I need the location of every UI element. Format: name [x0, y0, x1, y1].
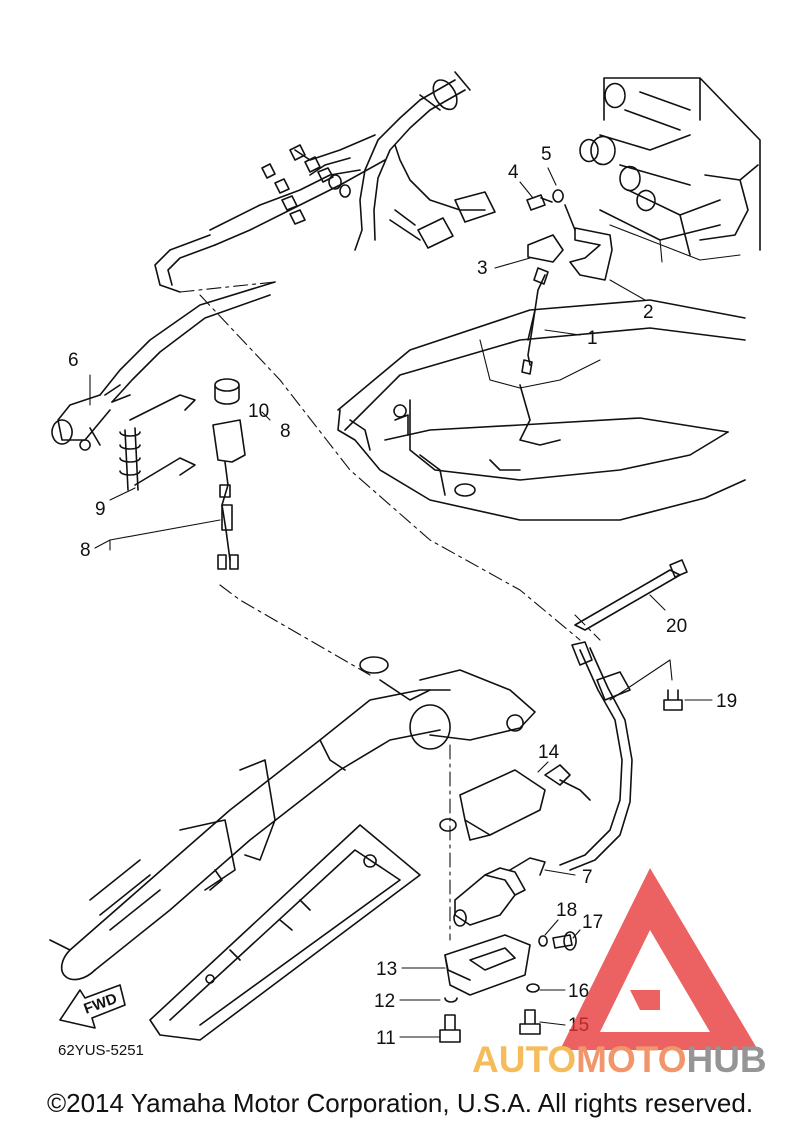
callout-18: 18 [556, 900, 577, 921]
callout-10: 10 [248, 401, 269, 422]
callout-8-lower: 8 [80, 540, 91, 561]
callout-6: 6 [68, 350, 79, 371]
engine-block [579, 77, 761, 263]
copyright-notice: ©2014 Yamaha Motor Corporation, U.S.A. A… [46, 1088, 754, 1118]
callout-leaders [89, 167, 713, 1038]
callout-3: 3 [477, 258, 488, 279]
callout-20: 20 [666, 616, 687, 637]
fastener-17 [552, 931, 577, 951]
fwd-arrow: FWD [59, 984, 126, 1029]
main-switch [453, 857, 546, 927]
callout-14: 14 [538, 742, 560, 763]
callout-17: 17 [582, 912, 603, 933]
switch-holder [444, 934, 531, 996]
tiller-handle [49, 656, 536, 981]
diagram-code: 62YUS-5251 [58, 1042, 144, 1059]
callout-11: 11 [376, 1028, 396, 1049]
callout-8-upper: 8 [280, 421, 291, 442]
bolt-19 [663, 689, 683, 711]
watermark-logo: AUTOMOTOHUB [472, 868, 767, 1080]
switch-cover [439, 764, 591, 841]
callout-2: 2 [643, 302, 654, 323]
callout-16: 16 [568, 981, 589, 1002]
throttle-cable [559, 641, 633, 871]
washer-16 [526, 983, 540, 993]
washer-12 [444, 997, 458, 1003]
wire-harness [51, 71, 496, 451]
washer-18 [538, 935, 548, 947]
bottom-cowling [337, 299, 746, 521]
callout-13: 13 [376, 959, 397, 980]
watermark-triangle [560, 868, 758, 1050]
watermark-inner-mark [630, 990, 660, 1010]
callout-12: 12 [374, 991, 395, 1012]
watermark-text: AUTOMOTOHUB [472, 1039, 767, 1080]
callout-9: 9 [95, 499, 106, 520]
kill-switch-assembly [119, 378, 246, 570]
leader-lines [179, 281, 601, 941]
fastener-11 [439, 1014, 461, 1043]
cable-tie [574, 559, 688, 631]
callout-7: 7 [582, 867, 593, 888]
callout-4: 4 [508, 162, 519, 183]
callout-5: 5 [541, 144, 552, 165]
bottom-cover [149, 824, 421, 1041]
fastener-15 [519, 1009, 541, 1035]
fwd-label: FWD [82, 990, 120, 1018]
part-1-wire-lead [521, 267, 549, 375]
callout-1: 1 [587, 328, 598, 349]
callout-19: 19 [716, 691, 737, 712]
bracket-assembly [526, 189, 613, 281]
